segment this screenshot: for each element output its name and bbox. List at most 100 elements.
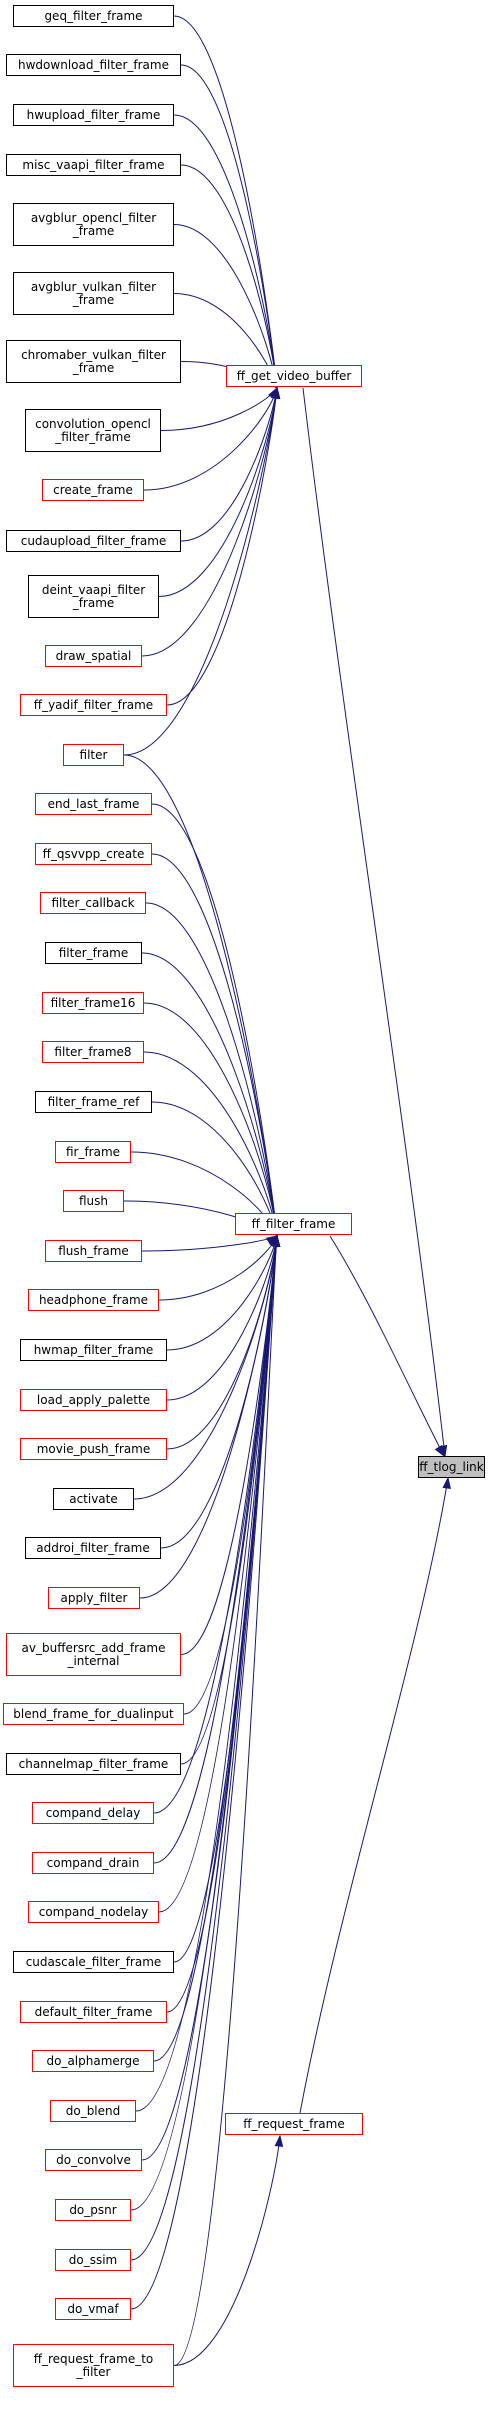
caller-node-draw-spatial[interactable]: draw_spatial	[45, 645, 142, 667]
caller-node-do-blend[interactable]: do_blend	[50, 2100, 136, 2122]
edge-c14-to-gvb-arrowhead	[271, 386, 281, 399]
edge-c32-to-fff	[180, 1235, 278, 1655]
edge-c11-to-gvb	[158, 387, 278, 597]
caller-node-compand-nodelay[interactable]: compand_nodelay	[28, 1901, 159, 1923]
edge-c31-to-fff	[139, 1235, 278, 1599]
caller-node-ff-yadif-filter-frame[interactable]: ff_yadif_filter_frame	[20, 694, 167, 716]
caller-node-addroi-filter-frame: addroi_filter_frame	[25, 1537, 161, 1559]
node-label-line: avgblur_vulkan_filter	[30, 279, 157, 294]
edge-c39-to-fff	[166, 1235, 278, 2013]
caller-node-flush-frame[interactable]: flush_frame	[45, 1240, 142, 1262]
caller-node-geq-filter-frame: geq_filter_frame	[13, 5, 174, 27]
hub-node-ff-filter-frame[interactable]: ff_filter_frame	[235, 1213, 352, 1235]
caller-node-do-convolve[interactable]: do_convolve	[45, 2149, 142, 2171]
edge-c45-to-fff	[130, 1235, 278, 2310]
edge-c20-to-fff	[143, 1051, 278, 1237]
node-label-line: default_filter_frame	[34, 2004, 153, 2019]
edge-c46-to-rf-arrowhead	[274, 2134, 284, 2147]
edge-c08-to-gvb	[160, 387, 278, 431]
node-label-line: ff_get_video_buffer	[236, 368, 352, 383]
node-label-line: ff_request_frame	[243, 2116, 345, 2131]
caller-node-ff-qsvvpp-create[interactable]: ff_qsvvpp_create	[35, 843, 152, 865]
caller-node-default-filter-frame[interactable]: default_filter_frame	[20, 2001, 167, 2023]
caller-node-filter[interactable]: filter	[63, 744, 124, 766]
node-label-line: filter_frame_ref	[47, 1094, 140, 1109]
node-label-line: _internal	[67, 1653, 120, 1668]
node-label-line: compand_nodelay	[38, 1904, 149, 1919]
edge-c46-to-fff-arrowhead	[271, 1234, 281, 1247]
edge-rf-to-tlog-arrowhead	[442, 1476, 452, 1489]
caller-node-av-buffersrc-add-frame-internal[interactable]: av_buffersrc_add_frame_internal	[6, 1633, 181, 1676]
node-label-line: filter_frame16	[50, 995, 136, 1010]
edge-c19-to-fff	[143, 1002, 278, 1237]
caller-node-compand-delay[interactable]: compand_delay	[32, 1802, 154, 1824]
caller-node-do-alphamerge[interactable]: do_alphamerge	[32, 2050, 154, 2072]
caller-node-do-ssim[interactable]: do_ssim	[55, 2249, 131, 2271]
node-label-line: geq_filter_frame	[44, 8, 143, 23]
node-label-line: flush_frame	[58, 1243, 129, 1258]
node-label-line: hwmap_filter_frame	[33, 1342, 154, 1357]
node-label-line: hwdownload_filter_frame	[18, 57, 169, 72]
node-label-line: _frame	[72, 595, 115, 610]
node-label-line: activate	[69, 1491, 118, 1506]
node-label-line: apply_filter	[60, 1590, 128, 1605]
node-label-line: do_ssim	[68, 2252, 118, 2267]
edge-c25-to-fff	[158, 1235, 278, 1301]
edge-c27-to-fff	[166, 1235, 278, 1401]
hub-node-ff-request-frame[interactable]: ff_request_frame	[225, 2113, 363, 2135]
node-label-line: ff_filter_frame	[251, 1216, 336, 1231]
caller-node-filter-frame8[interactable]: filter_frame8	[42, 1041, 144, 1063]
caller-node-end-last-frame[interactable]: end_last_frame	[35, 793, 152, 815]
caller-node-create-frame[interactable]: create_frame	[42, 479, 144, 501]
node-label-line: _frame	[72, 360, 115, 375]
caller-node-flush[interactable]: flush	[63, 1190, 124, 1212]
caller-node-do-psnr[interactable]: do_psnr	[55, 2199, 131, 2221]
edge-c10-to-gvb	[180, 387, 278, 542]
caller-node-compand-drain[interactable]: compand_drain	[32, 1852, 154, 1874]
caller-node-hwupload-filter-frame: hwupload_filter_frame	[13, 104, 174, 126]
caller-node-load-apply-palette[interactable]: load_apply_palette	[20, 1389, 167, 1411]
node-label-line: cudaupload_filter_frame	[20, 533, 167, 548]
edge-c18-to-fff	[141, 952, 278, 1237]
hub-node-ff-get-video-buffer[interactable]: ff_get_video_buffer	[226, 365, 362, 387]
caller-node-do-vmaf[interactable]: do_vmaf	[55, 2298, 131, 2320]
node-label-line: do_blend	[65, 2103, 121, 2118]
node-label-line: flush	[78, 1193, 109, 1208]
edge-c35-to-fff	[153, 1235, 278, 1814]
edge-fff-to-tlog-arrowhead	[434, 1444, 445, 1458]
caller-node-cudaupload-filter-frame: cudaupload_filter_frame	[6, 530, 181, 552]
node-label-line: _filter_frame	[55, 429, 131, 444]
caller-node-headphone-frame[interactable]: headphone_frame	[28, 1289, 159, 1311]
node-label-line: _frame	[72, 292, 115, 307]
caller-node-fir-frame[interactable]: fir_frame	[55, 1141, 131, 1163]
node-label-line: compand_drain	[46, 1855, 140, 1870]
node-label-line: filter	[79, 747, 108, 762]
edge-fff-to-tlog	[329, 1235, 445, 1457]
edge-c24-to-fff	[141, 1235, 278, 1252]
node-label-line: _frame	[72, 223, 115, 238]
node-label-line: do_psnr	[69, 2202, 117, 2217]
node-label-line: headphone_frame	[38, 1292, 149, 1307]
node-label-line: load_apply_palette	[36, 1392, 151, 1407]
caller-node-filter-callback[interactable]: filter_callback	[40, 892, 146, 914]
caller-node-filter-frame16[interactable]: filter_frame16	[42, 992, 144, 1014]
node-label-line: do_alphamerge	[46, 2053, 140, 2068]
caller-node-activate: activate	[53, 1488, 134, 1510]
caller-node-apply-filter[interactable]: apply_filter	[48, 1587, 140, 1609]
edge-c14-to-gvb	[123, 387, 278, 756]
caller-node-filter-frame-ref: filter_frame_ref	[35, 1091, 152, 1113]
caller-node-blend-frame-for-dualinput[interactable]: blend_frame_for_dualinput	[3, 1703, 184, 1725]
node-label-line: chromaber_vulkan_filter	[21, 347, 166, 362]
caller-node-cudascale-filter-frame: cudascale_filter_frame	[13, 1951, 174, 1973]
edge-c46-to-rf	[173, 2135, 281, 2366]
edge-c03-to-gvb	[173, 114, 278, 389]
caller-node-deint-vaapi-filter-frame: deint_vaapi_filter_frame	[28, 575, 159, 618]
caller-node-movie-push-frame[interactable]: movie_push_frame	[20, 1438, 167, 1460]
caller-node-ff-request-frame-to-filter[interactable]: ff_request_frame_to_filter	[13, 2344, 174, 2387]
node-label-line: cudascale_filter_frame	[25, 1954, 162, 1969]
caller-node-hwmap-filter-frame: hwmap_filter_frame	[20, 1339, 167, 1361]
caller-node-filter-frame: filter_frame	[45, 942, 142, 964]
node-label-line: _filter	[76, 2364, 111, 2379]
edge-c04-to-gvb	[180, 164, 278, 389]
